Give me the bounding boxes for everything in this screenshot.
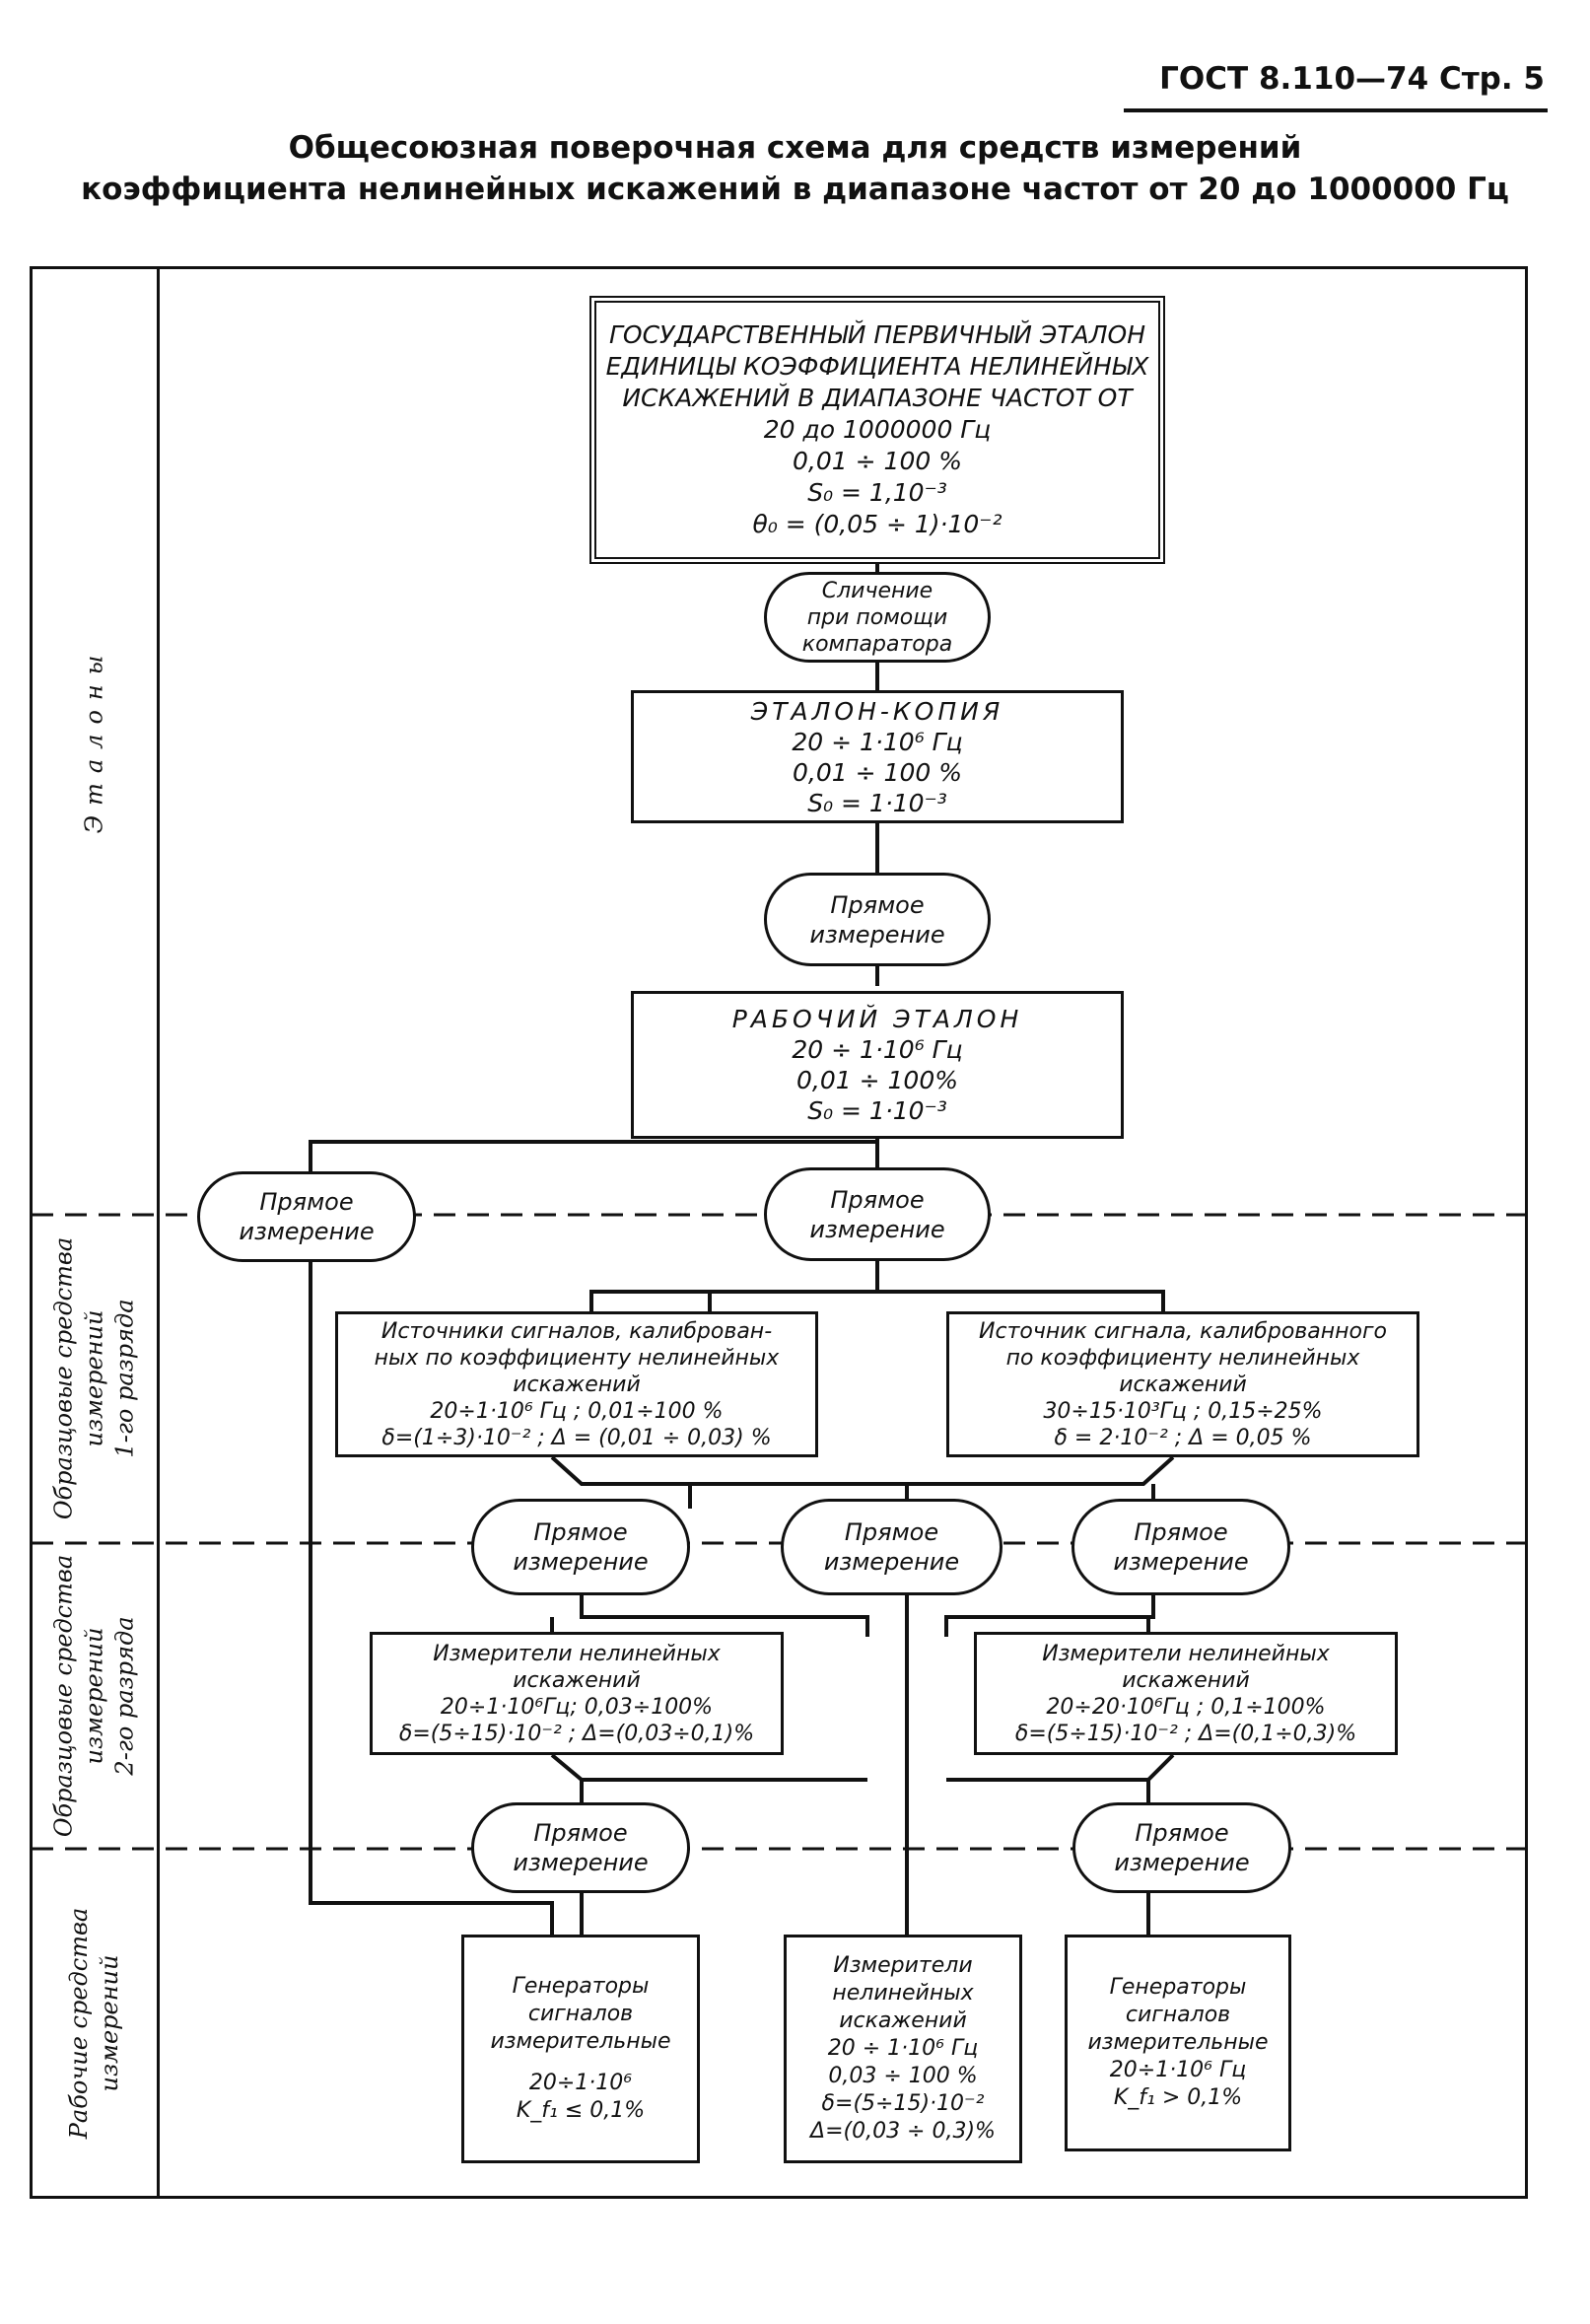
node-direct-r2-left: Прямое измерение	[471, 1802, 690, 1893]
node-line: измерение	[513, 1548, 649, 1576]
node-line: измерение	[809, 920, 945, 949]
node-line: Прямое	[1135, 1819, 1229, 1847]
node-line: Измерители	[833, 1953, 973, 1978]
node-meters-work: Измерители нелинейных искажений 20 ÷ 1·1…	[784, 1935, 1022, 2163]
node-line: измерение	[513, 1849, 649, 1876]
node-line: Прямое	[830, 1185, 925, 1214]
node-line: δ=(5÷15)·10⁻²	[821, 2091, 985, 2116]
node-meters-left: Измерители нелинейных искажений 20÷1·10⁶…	[370, 1632, 784, 1755]
node-line: 20 ÷ 1·10⁶ Гц	[792, 1035, 963, 1064]
node-line: 20 до 1000000 Гц	[763, 415, 992, 444]
node-direct-r1-right: Прямое измерение	[1072, 1499, 1290, 1595]
node-line: измерение	[1114, 1849, 1250, 1876]
node-line: δ = 2·10⁻² ; Δ = 0,05 %	[1054, 1425, 1312, 1450]
node-line: ГОСУДАРСТВЕННЫЙ ПЕРВИЧНЫЙ ЭТАЛОН	[608, 320, 1146, 349]
header-rule	[1124, 108, 1548, 112]
node-direct-left: Прямое измерение	[197, 1171, 416, 1262]
scheme-title-line2: коэффициента нелинейных искажений в диап…	[81, 172, 1509, 207]
node-line: при помощи	[806, 604, 948, 630]
node-line: измерение	[1113, 1548, 1249, 1576]
node-line: ИСКАЖЕНИЙ В ДИАПАЗОНЕ ЧАСТОТ ОТ	[622, 384, 1133, 412]
node-line: ных по коэффициенту нелинейных	[374, 1345, 780, 1371]
node-line: K_f₁ > 0,1%	[1113, 2085, 1243, 2110]
node-line: 0,01 ÷ 100 %	[793, 447, 962, 475]
node-line: РАБОЧИЙ ЭТАЛОН	[731, 1005, 1023, 1033]
band-label-column	[30, 266, 160, 2199]
node-line: Измерители нелинейных	[433, 1641, 721, 1666]
node-line: сигналов	[527, 2002, 634, 2026]
node-line: измерение	[823, 1548, 960, 1576]
scheme-frame	[30, 266, 1528, 2199]
node-line: 20÷1·10⁶	[528, 2071, 633, 2095]
node-direct-r2-right: Прямое измерение	[1072, 1802, 1291, 1893]
node-direct-1: Прямое измерение	[764, 873, 991, 966]
node-direct-r1-left: Прямое измерение	[471, 1499, 690, 1595]
node-line: измерительные	[1087, 2030, 1269, 2055]
node-line: Прямое	[844, 1518, 939, 1546]
node-line: 20 ÷ 1·10⁶ Гц	[827, 2036, 979, 2061]
node-line: 20÷20·10⁶Гц ; 0,1÷100%	[1046, 1694, 1326, 1720]
node-line: Источники сигналов, калиброван-	[380, 1318, 773, 1344]
node-line: Прямое	[533, 1819, 628, 1847]
node-meters-right: Измерители нелинейных искажений 20÷20·10…	[974, 1632, 1398, 1755]
node-line: нелинейных	[832, 1981, 974, 2006]
node-line: 20 ÷ 1·10⁶ Гц	[792, 727, 963, 756]
node-line: измерительные	[490, 2029, 671, 2054]
node-generators-right: Генераторы сигналов измерительные 20÷1·1…	[1065, 1935, 1291, 2151]
node-line: искажений	[513, 1667, 641, 1693]
node-line: искажений	[1122, 1667, 1250, 1693]
node-line: δ=(1÷3)·10⁻² ; Δ = (0,01 ÷ 0,03) %	[381, 1425, 772, 1450]
node-line: сигналов	[1125, 2003, 1231, 2027]
scheme-title-line1: Общесоюзная поверочная схема для средств…	[288, 130, 1302, 166]
node-line: измерение	[239, 1218, 375, 1245]
node-line: ЕДИНИЦЫ КОЭФФИЦИЕНТА НЕЛИНЕЙНЫХ	[605, 352, 1149, 381]
node-primary-standard: ГОСУДАРСТВЕННЫЙ ПЕРВИЧНЫЙ ЭТАЛОН ЕДИНИЦЫ…	[589, 296, 1165, 564]
node-line: 0,01 ÷ 100%	[796, 1066, 958, 1094]
node-line: δ=(5÷15)·10⁻² ; Δ=(0,03÷0,1)%	[398, 1721, 755, 1746]
node-line: ЭТАЛОН-КОПИЯ	[750, 696, 1004, 726]
node-generators-left: Генераторы сигналов измерительные 20÷1·1…	[461, 1935, 700, 2163]
node-line: 30÷15·10³Гц ; 0,15÷25%	[1043, 1398, 1323, 1424]
node-line: Генераторы	[512, 1974, 650, 1999]
standard-number: ГОСТ 8.110—74 Стр. 5	[1159, 61, 1545, 97]
node-line: Генераторы	[1109, 1975, 1247, 2000]
node-line: 20÷1·10⁶Гц; 0,03÷100%	[440, 1694, 714, 1720]
node-line: 0,03 ÷ 100 %	[828, 2064, 978, 2088]
node-line: искажений	[1119, 1372, 1247, 1397]
node-line: искажений	[839, 2008, 967, 2033]
node-line: искажений	[513, 1372, 641, 1397]
node-line: 0,01 ÷ 100 %	[793, 757, 962, 787]
node-line: K_f₁ ≤ 0,1%	[516, 2098, 646, 2123]
node-line: Прямое	[259, 1188, 354, 1216]
node-line: Сличение	[821, 578, 933, 603]
node-line: S₀ = 1,10⁻³	[807, 478, 947, 507]
node-line: δ=(5÷15)·10⁻² ; Δ=(0,1÷0,3)%	[1014, 1721, 1357, 1746]
node-line: Δ=(0,03 ÷ 0,3)%	[810, 2119, 996, 2144]
node-line: S₀ = 1·10⁻³	[807, 788, 947, 817]
node-line: Прямое	[533, 1518, 628, 1546]
node-line: Прямое	[830, 890, 925, 919]
node-working-standard: РАБОЧИЙ ЭТАЛОН 20 ÷ 1·10⁶ Гц 0,01 ÷ 100%…	[631, 991, 1124, 1139]
node-line: Прямое	[1134, 1518, 1228, 1546]
node-line: измерение	[809, 1215, 945, 1243]
node-line: Измерители нелинейных	[1042, 1641, 1330, 1666]
node-line: θ₀ = (0,05 ÷ 1)·10⁻²	[752, 510, 1002, 538]
node-line: S₀ = 1·10⁻³	[807, 1096, 947, 1125]
node-line: по коэффициенту нелинейных	[1005, 1345, 1360, 1371]
node-line: 20÷1·10⁶ Гц	[1109, 2058, 1247, 2082]
node-source-right: Источник сигнала, калиброванного по коэф…	[946, 1311, 1419, 1457]
node-sources-left: Источники сигналов, калиброван- ных по к…	[335, 1311, 818, 1457]
node-line: Источник сигнала, калиброванного	[979, 1318, 1387, 1344]
node-copy-standard: ЭТАЛОН-КОПИЯ 20 ÷ 1·10⁶ Гц 0,01 ÷ 100 % …	[631, 690, 1124, 823]
node-line: компаратора	[801, 631, 953, 657]
node-direct-center: Прямое измерение	[764, 1167, 991, 1261]
node-comparison: Сличение при помощи компаратора	[764, 572, 991, 663]
node-direct-r1-center: Прямое измерение	[781, 1499, 1002, 1595]
node-line: 20÷1·10⁶ Гц ; 0,01÷100 %	[430, 1398, 724, 1424]
